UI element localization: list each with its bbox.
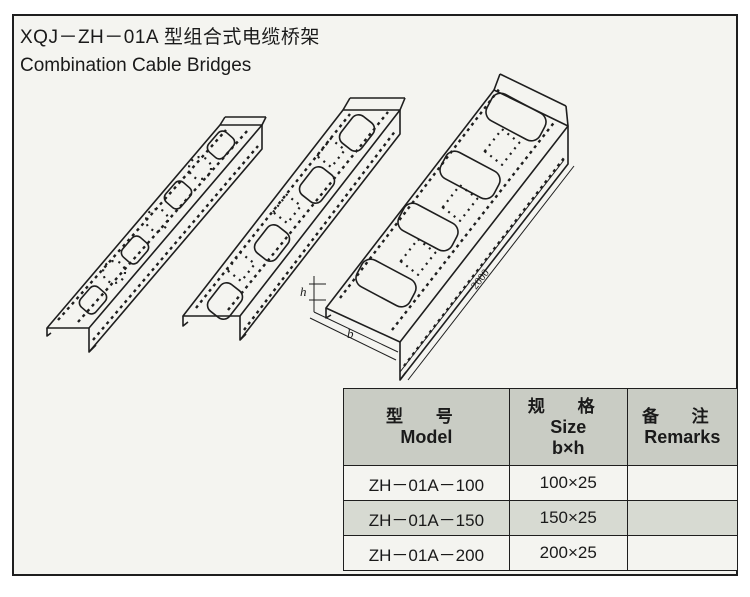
header-model-cn: 型 号 — [386, 407, 467, 426]
cell-model: ZH－01A－100 — [343, 465, 510, 501]
cell-remarks — [626, 535, 739, 571]
cell-model: ZH－01A－150 — [343, 500, 510, 536]
table-row: ZH－01A－150 150×25 — [343, 500, 739, 536]
header-size-en: Size — [550, 416, 587, 437]
header-size-cn: 规 格 — [527, 396, 609, 416]
table-row: ZH－01A－200 200×25 — [343, 535, 739, 571]
specification-table: 型 号 Model 规 格 Size b×h 备 注 Remarks ZH－01… — [343, 388, 739, 571]
dimension-label-length: 2000 — [469, 267, 492, 292]
dimension-lines — [309, 159, 575, 381]
header-model: 型 号 Model — [343, 388, 510, 466]
cell-model: ZH－01A－200 — [343, 535, 510, 571]
header-remarks-en: Remarks — [644, 427, 721, 447]
header-remarks: 备 注 Remarks — [626, 388, 739, 466]
header-remarks-cn: 备 注 — [641, 407, 723, 426]
page-title-chinese: XQJ－ZH－01A 型组合式电缆桥架 — [20, 27, 320, 48]
header-size-en2: b×h — [551, 437, 585, 458]
table-row: ZH－01A－100 100×25 — [343, 465, 739, 501]
cell-size: 150×25 — [508, 500, 628, 536]
cell-size: 100×25 — [508, 465, 628, 501]
cable-tray-large — [325, 73, 569, 381]
cell-remarks — [626, 500, 739, 536]
page-title-english: Combination Cable Bridges — [20, 55, 252, 76]
header-size: 规 格 Size b×h — [508, 388, 628, 466]
cable-tray-small — [46, 116, 267, 353]
dimension-label-height: h — [300, 284, 307, 299]
dimension-label-width: b — [347, 326, 354, 341]
header-model-en: Model — [400, 427, 453, 447]
table-header-row: 型 号 Model 规 格 Size b×h 备 注 Remarks — [343, 388, 739, 466]
cell-remarks — [626, 465, 739, 501]
cable-tray-medium — [182, 97, 406, 341]
cell-size: 200×25 — [508, 535, 628, 571]
